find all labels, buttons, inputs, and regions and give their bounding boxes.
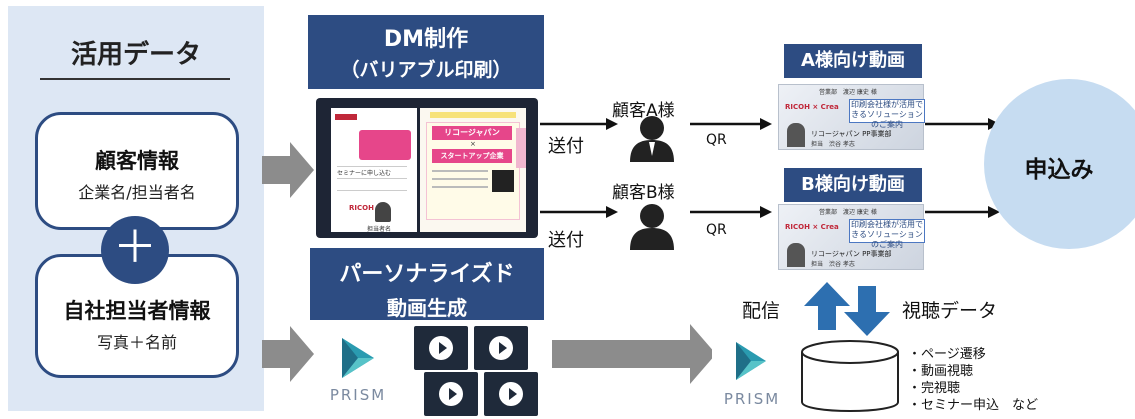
thumb-headline: 印刷会社様が活用できるソリューションのご案内 xyxy=(849,219,925,249)
qr-label-b: QR xyxy=(706,222,727,238)
list-item: ・ページ遷移 xyxy=(908,347,986,362)
video-b-title: B様向け動画 xyxy=(784,168,922,202)
send-label-b: 送付 xyxy=(548,230,584,251)
arrow-to-customer-a xyxy=(606,118,618,130)
staff-info-title: 自社担当者情報 xyxy=(63,299,211,323)
video-tile-2[interactable] xyxy=(474,326,528,370)
arrow-qr-a xyxy=(760,118,772,130)
database-icon xyxy=(801,340,899,412)
thumb-presenter: リコージャパン PP事業部 xyxy=(811,250,892,258)
list-item: ・動画視聴 xyxy=(908,364,974,379)
thumb-logo: RICOH × Crea xyxy=(785,103,839,111)
delivery-label: 配信 xyxy=(742,300,781,322)
person-icon xyxy=(630,116,674,162)
card-x: × xyxy=(470,140,476,148)
staff-info-subtitle: 写真＋名前 xyxy=(96,333,177,352)
viewing-data-list: ・ページ遷移 ・動画視聴 ・完視聴 ・セミナー申込 など xyxy=(908,346,1038,414)
customer-info-subtitle: 企業名/担当者名 xyxy=(78,183,196,202)
list-item: ・セミナー申込 など xyxy=(908,398,1039,413)
prism-logo-left: PRISM xyxy=(316,328,400,412)
customer-info-title: 顧客情報 xyxy=(95,149,179,173)
card-title2: スタートアップ企業 xyxy=(432,149,512,163)
delivery-arrow xyxy=(804,282,850,330)
prism-icon xyxy=(736,342,766,380)
thumb-presenter-name: 担当 渋谷 孝志 xyxy=(811,141,855,148)
video-a-title: A様向け動画 xyxy=(784,44,922,78)
play-icon xyxy=(429,336,453,360)
prism-wordmark: PRISM xyxy=(329,386,387,404)
ricoh-logo: RICOH xyxy=(349,204,374,212)
title-divider xyxy=(40,78,230,80)
data-panel: 活用データ 顧客情報 企業名/担当者名 自社担当者情報 写真＋名前 ＋ xyxy=(8,6,264,411)
personalized-video-title2: 動画生成 xyxy=(387,296,467,320)
qr-label-a: QR xyxy=(706,132,727,148)
dm-production-title: DM制作 xyxy=(383,27,469,52)
personalized-video-title: パーソナライズド xyxy=(339,262,515,287)
thumb-logo: RICOH × Crea xyxy=(785,223,839,231)
video-tile-4[interactable] xyxy=(484,372,538,416)
video-tile-3[interactable] xyxy=(424,372,478,416)
data-panel-title: 活用データ xyxy=(70,40,201,70)
apply-circle xyxy=(984,79,1135,249)
thumb-presenter-name: 担当 渋谷 孝志 xyxy=(811,261,855,268)
play-icon xyxy=(489,336,513,360)
block-arrow-to-dm xyxy=(262,142,314,198)
arrow-apply-b xyxy=(988,206,1000,218)
dm-calendar-page: セミナーに申し込む RICOH 担当者名 xyxy=(331,108,417,233)
person-caption: 担当者名 xyxy=(367,226,392,233)
dm-card-page: リコージャパン × スタートアップ企業 xyxy=(420,108,526,232)
customer-a-label: 顧客A様 xyxy=(612,101,675,121)
viewing-data-arrow xyxy=(844,286,890,336)
block-arrow-to-prism xyxy=(262,326,314,382)
apply-label: 申込み xyxy=(1024,157,1094,183)
arrow-to-customer-b xyxy=(606,206,618,218)
thumb-headline: 印刷会社様が活用できるソリューションのご案内 xyxy=(849,99,925,129)
seminar-note: セミナーに申し込む xyxy=(337,170,392,177)
person-icon xyxy=(630,204,674,250)
customer-b-label: 顧客B様 xyxy=(612,183,675,203)
viewing-data-label: 視聴データ xyxy=(902,300,998,322)
prism-icon xyxy=(342,338,374,378)
thumb-presenter: リコージャパン PP事業部 xyxy=(811,130,892,138)
play-icon xyxy=(439,382,463,406)
thumb-header: 営業部 渡辺 康史 様 xyxy=(819,89,877,96)
video-b-thumbnail[interactable]: 営業部 渡辺 康史 様 RICOH × Crea 印刷会社様が活用できるソリュー… xyxy=(778,204,925,270)
block-arrow-to-server xyxy=(552,324,716,384)
prism-wordmark: PRISM xyxy=(723,390,781,408)
prism-logo-right: PRISM xyxy=(712,334,792,416)
personalized-video-header: パーソナライズド 動画生成 xyxy=(310,248,544,320)
play-icon xyxy=(499,382,523,406)
list-item: ・完視聴 xyxy=(908,381,961,396)
send-label-a: 送付 xyxy=(548,136,584,157)
card-title: リコージャパン xyxy=(432,126,512,140)
dm-production-subtitle: （バリアブル印刷） xyxy=(340,59,512,81)
video-a-thumbnail[interactable]: 営業部 渡辺 康史 様 RICOH × Crea 印刷会社様が活用できるソリュー… xyxy=(778,84,925,150)
arrow-qr-b xyxy=(760,206,772,218)
video-tile-1[interactable] xyxy=(414,326,468,370)
plus-icon: ＋ xyxy=(101,216,169,284)
thumb-header: 営業部 渡辺 康史 様 xyxy=(819,209,877,216)
dm-production-header: DM制作 （バリアブル印刷） xyxy=(308,15,544,89)
